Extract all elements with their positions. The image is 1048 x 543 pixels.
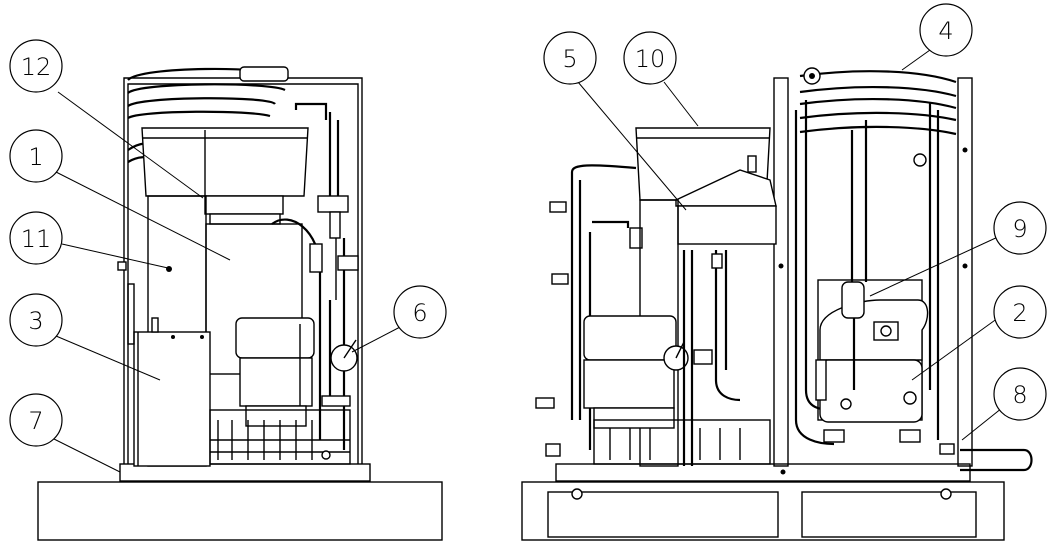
callout-leader-9	[869, 235, 1001, 297]
callout-label-1: 1	[28, 143, 43, 171]
callout-circle-6	[393, 285, 447, 339]
callout-leader-4	[901, 49, 931, 71]
callout-circle-9	[993, 201, 1047, 255]
callout-label-5: 5	[562, 45, 577, 73]
callout-leader-7	[51, 437, 121, 473]
callout-circle-7	[9, 393, 63, 447]
callout-leader-6	[351, 325, 403, 353]
callouts: 12 1 11 3 7 6 5 10 4	[9, 3, 1047, 473]
callout-label-10: 10	[635, 45, 666, 73]
right-discharge-tube	[960, 448, 1033, 472]
left-pump-motor	[235, 317, 315, 427]
callout-label-8: 8	[1012, 381, 1027, 409]
callout-leader-8	[961, 407, 1003, 441]
callout-circle-10	[623, 31, 677, 85]
right-condenser-coil	[799, 67, 957, 167]
right-base-rail	[555, 463, 971, 482]
right-view	[521, 67, 1033, 541]
right-lower-manifold	[593, 419, 771, 465]
right-post-right	[957, 77, 973, 467]
right-base-pallet	[521, 481, 1005, 541]
left-piping	[271, 102, 359, 460]
right-post-left	[773, 77, 789, 467]
callout-leader-11	[61, 243, 169, 269]
callout-label-12: 12	[21, 53, 52, 81]
left-reservoir-tank	[141, 127, 309, 197]
callout-label-2: 2	[1012, 299, 1027, 327]
callout-leader-2	[911, 317, 999, 381]
callout-circle-3	[9, 293, 63, 347]
callout-circle-4	[919, 3, 973, 57]
left-base-pallet	[37, 481, 443, 541]
callout-circle-8	[993, 367, 1047, 421]
callout-label-9: 9	[1012, 215, 1027, 243]
right-pump-motor	[583, 315, 713, 429]
left-view	[37, 66, 443, 541]
right-compressor	[817, 279, 929, 443]
right-left-piping	[535, 164, 637, 457]
callout-circle-12	[9, 39, 63, 93]
callout-leader-1	[55, 171, 231, 261]
callout-circle-1	[9, 129, 63, 183]
right-filter-drier	[815, 120, 868, 401]
callout-label-3: 3	[28, 307, 43, 335]
callout-leader-10	[663, 81, 699, 127]
callout-leader-12	[57, 91, 204, 199]
callout-leader-5	[577, 81, 687, 211]
callout-label-7: 7	[28, 407, 43, 435]
right-pallet-block-left	[547, 491, 779, 538]
callout-label-6: 6	[412, 299, 427, 327]
callout-label-4: 4	[938, 17, 953, 45]
callout-label-11: 11	[21, 225, 52, 253]
callout-leader-3	[55, 335, 161, 381]
callout-circle-5	[543, 31, 597, 85]
callout-circle-2	[993, 285, 1047, 339]
right-pallet-block-right	[801, 491, 977, 538]
left-condenser-coil	[127, 66, 289, 163]
left-control-box	[127, 283, 211, 467]
callout-circle-11	[9, 211, 63, 265]
